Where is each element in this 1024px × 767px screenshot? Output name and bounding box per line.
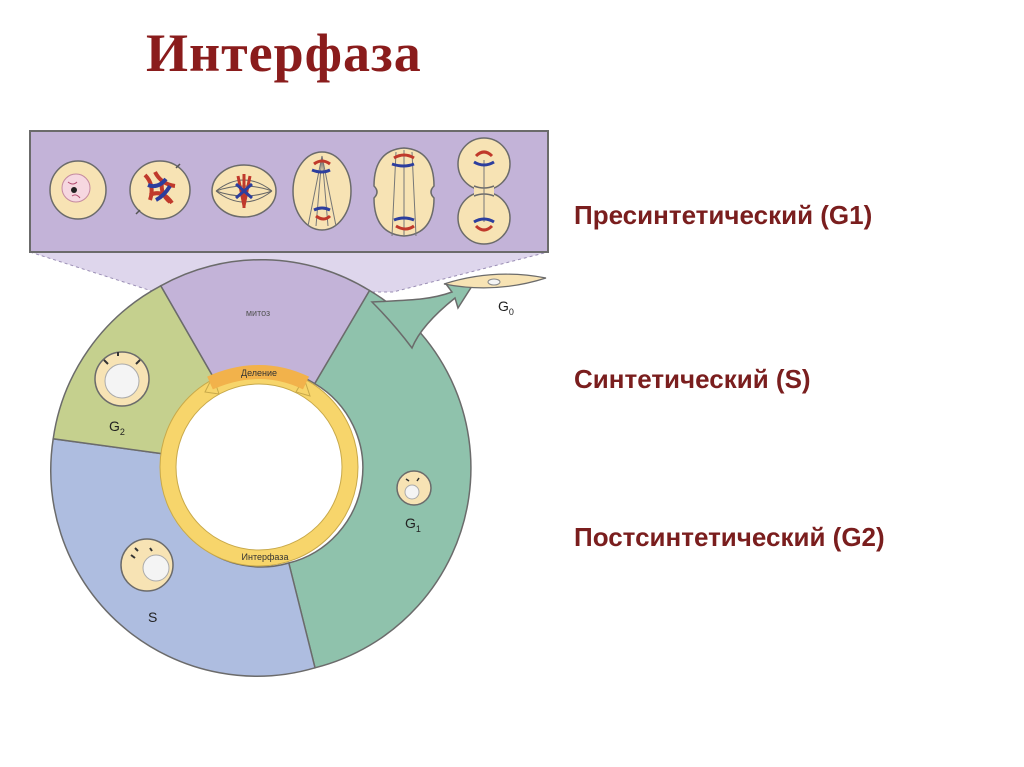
- g2-label: G2: [109, 418, 125, 437]
- division-label: Деление: [241, 368, 277, 378]
- s-cell: [120, 538, 174, 592]
- cell-stage-anaphase: [292, 151, 352, 231]
- g1-cell: [396, 470, 432, 506]
- s-label: S: [148, 609, 157, 625]
- g0-label: G0: [498, 298, 514, 317]
- cell-cycle-ring: Деление Интерфаза митоз G2 S G1: [50, 258, 472, 677]
- g0-branch: G0: [370, 273, 547, 350]
- interphase-ring-label: Интерфаза: [242, 552, 289, 562]
- g1-sector: [287, 289, 472, 669]
- mitosis-stages-panel: [29, 130, 549, 293]
- slide-title: Интерфаза: [146, 23, 422, 83]
- cell-stage-prophase: [129, 160, 191, 220]
- phase-s-label: Синтетический (S): [574, 364, 811, 394]
- cell-stage-metaphase: [211, 164, 277, 218]
- phase-g1-label: Пресинтетический (G1): [574, 200, 873, 230]
- cell-stage-cytokinesis: [457, 137, 511, 245]
- cell-stage-interphase: [49, 160, 107, 220]
- g1-label: G1: [405, 515, 421, 534]
- mitosis-label: митоз: [246, 308, 270, 318]
- cell-stage-telophase: [373, 147, 435, 237]
- phase-g2-label: Постсинтетический (G2): [574, 522, 885, 552]
- g2-cell: [94, 351, 150, 407]
